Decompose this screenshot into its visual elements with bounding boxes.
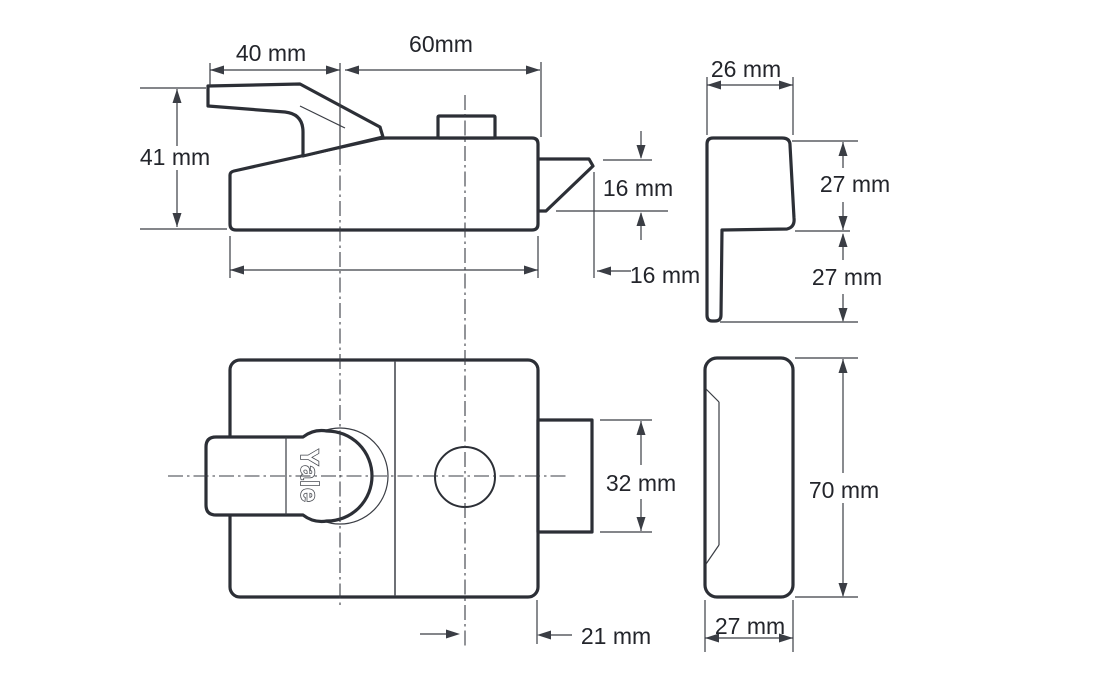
arrowhead-up [838,142,848,156]
dim-label-latch-height: 16 mm [603,175,673,201]
dim-label-rim-lower-height: 27 mm [812,264,882,290]
dim-label-cylinder-to-front: 21 mm [581,623,651,649]
arrowhead-down [636,145,646,159]
dim-label-case-height: 70 mm [809,477,879,503]
arrowhead-left [345,65,359,75]
arrowhead-left [210,65,224,75]
center-lines [168,63,566,648]
dimension-27mm-upper: 27 mm [792,140,890,232]
dim-label-handle-width: 40 mm [236,40,306,66]
dim-label-rim-upper-height: 27 mm [820,171,890,197]
arrowhead-left [230,265,244,275]
arrowhead-down [838,308,848,322]
dimension-27mm-lower: 27 mm [720,233,882,323]
dim-label-latch-width: 32 mm [606,470,676,496]
arrowhead-up [636,212,646,226]
arrowhead-down [172,213,182,227]
arrowhead-up [636,421,646,435]
arrowhead-right [524,265,538,275]
arrowhead-left [705,633,719,643]
arrowhead-left [597,266,611,276]
dim-label-case-depth-profile: 27 mm [715,613,785,639]
arrowhead-left [537,630,551,640]
dim-label-rim-width: 26 mm [711,56,781,82]
arrowhead-down [636,517,646,531]
case-outline-side [228,136,540,232]
dimension-32mm: 32 mm [600,419,676,533]
arrowhead-right [326,65,340,75]
chamfer-top [705,388,720,403]
dimension-26mm: 26 mm [706,56,794,135]
arrowhead-right [779,633,793,643]
arrowhead-right [779,80,793,90]
dimension-21mm: 21 mm [420,600,651,649]
case-profile-view [703,356,795,599]
dim-label-latch-projection: 16 mm [630,262,700,288]
dimension-27mm-depth: 27 mm [704,600,794,652]
chamfer-bottom [705,544,720,565]
dimension-40mm: 40 mm [209,40,340,86]
rim-profile-view [705,136,796,323]
arrowhead-right [446,629,460,639]
arrowhead-down [838,216,848,230]
arrowhead-right [526,65,540,75]
arrowhead-up [838,233,848,247]
handle-side [206,82,385,158]
case-profile-outline [703,356,795,599]
arrowhead-down [838,583,848,597]
dimension-latch-projection-16mm: 16 mm [593,172,700,288]
dimension-case-span [229,236,539,278]
latch-bolt-side [536,157,595,213]
dimension-latch-height-16mm: 16 mm [556,131,673,240]
snib-knob-side [436,114,497,140]
dim-label-overall-height: 41 mm [140,144,210,170]
rim-profile-outline [705,136,796,323]
side-elevation-view [206,82,595,232]
dimension-60mm: 60mm [345,31,542,137]
arrowhead-up [172,89,182,103]
arrowhead-left [707,80,721,90]
dimension-70mm: 70 mm [795,357,879,598]
handle-detail-line [299,105,346,129]
dim-label-case-depth: 60mm [409,31,473,57]
plan-view: Yale [204,358,594,599]
arrowhead-up [838,359,848,373]
dimension-41mm: 41 mm [140,87,227,230]
